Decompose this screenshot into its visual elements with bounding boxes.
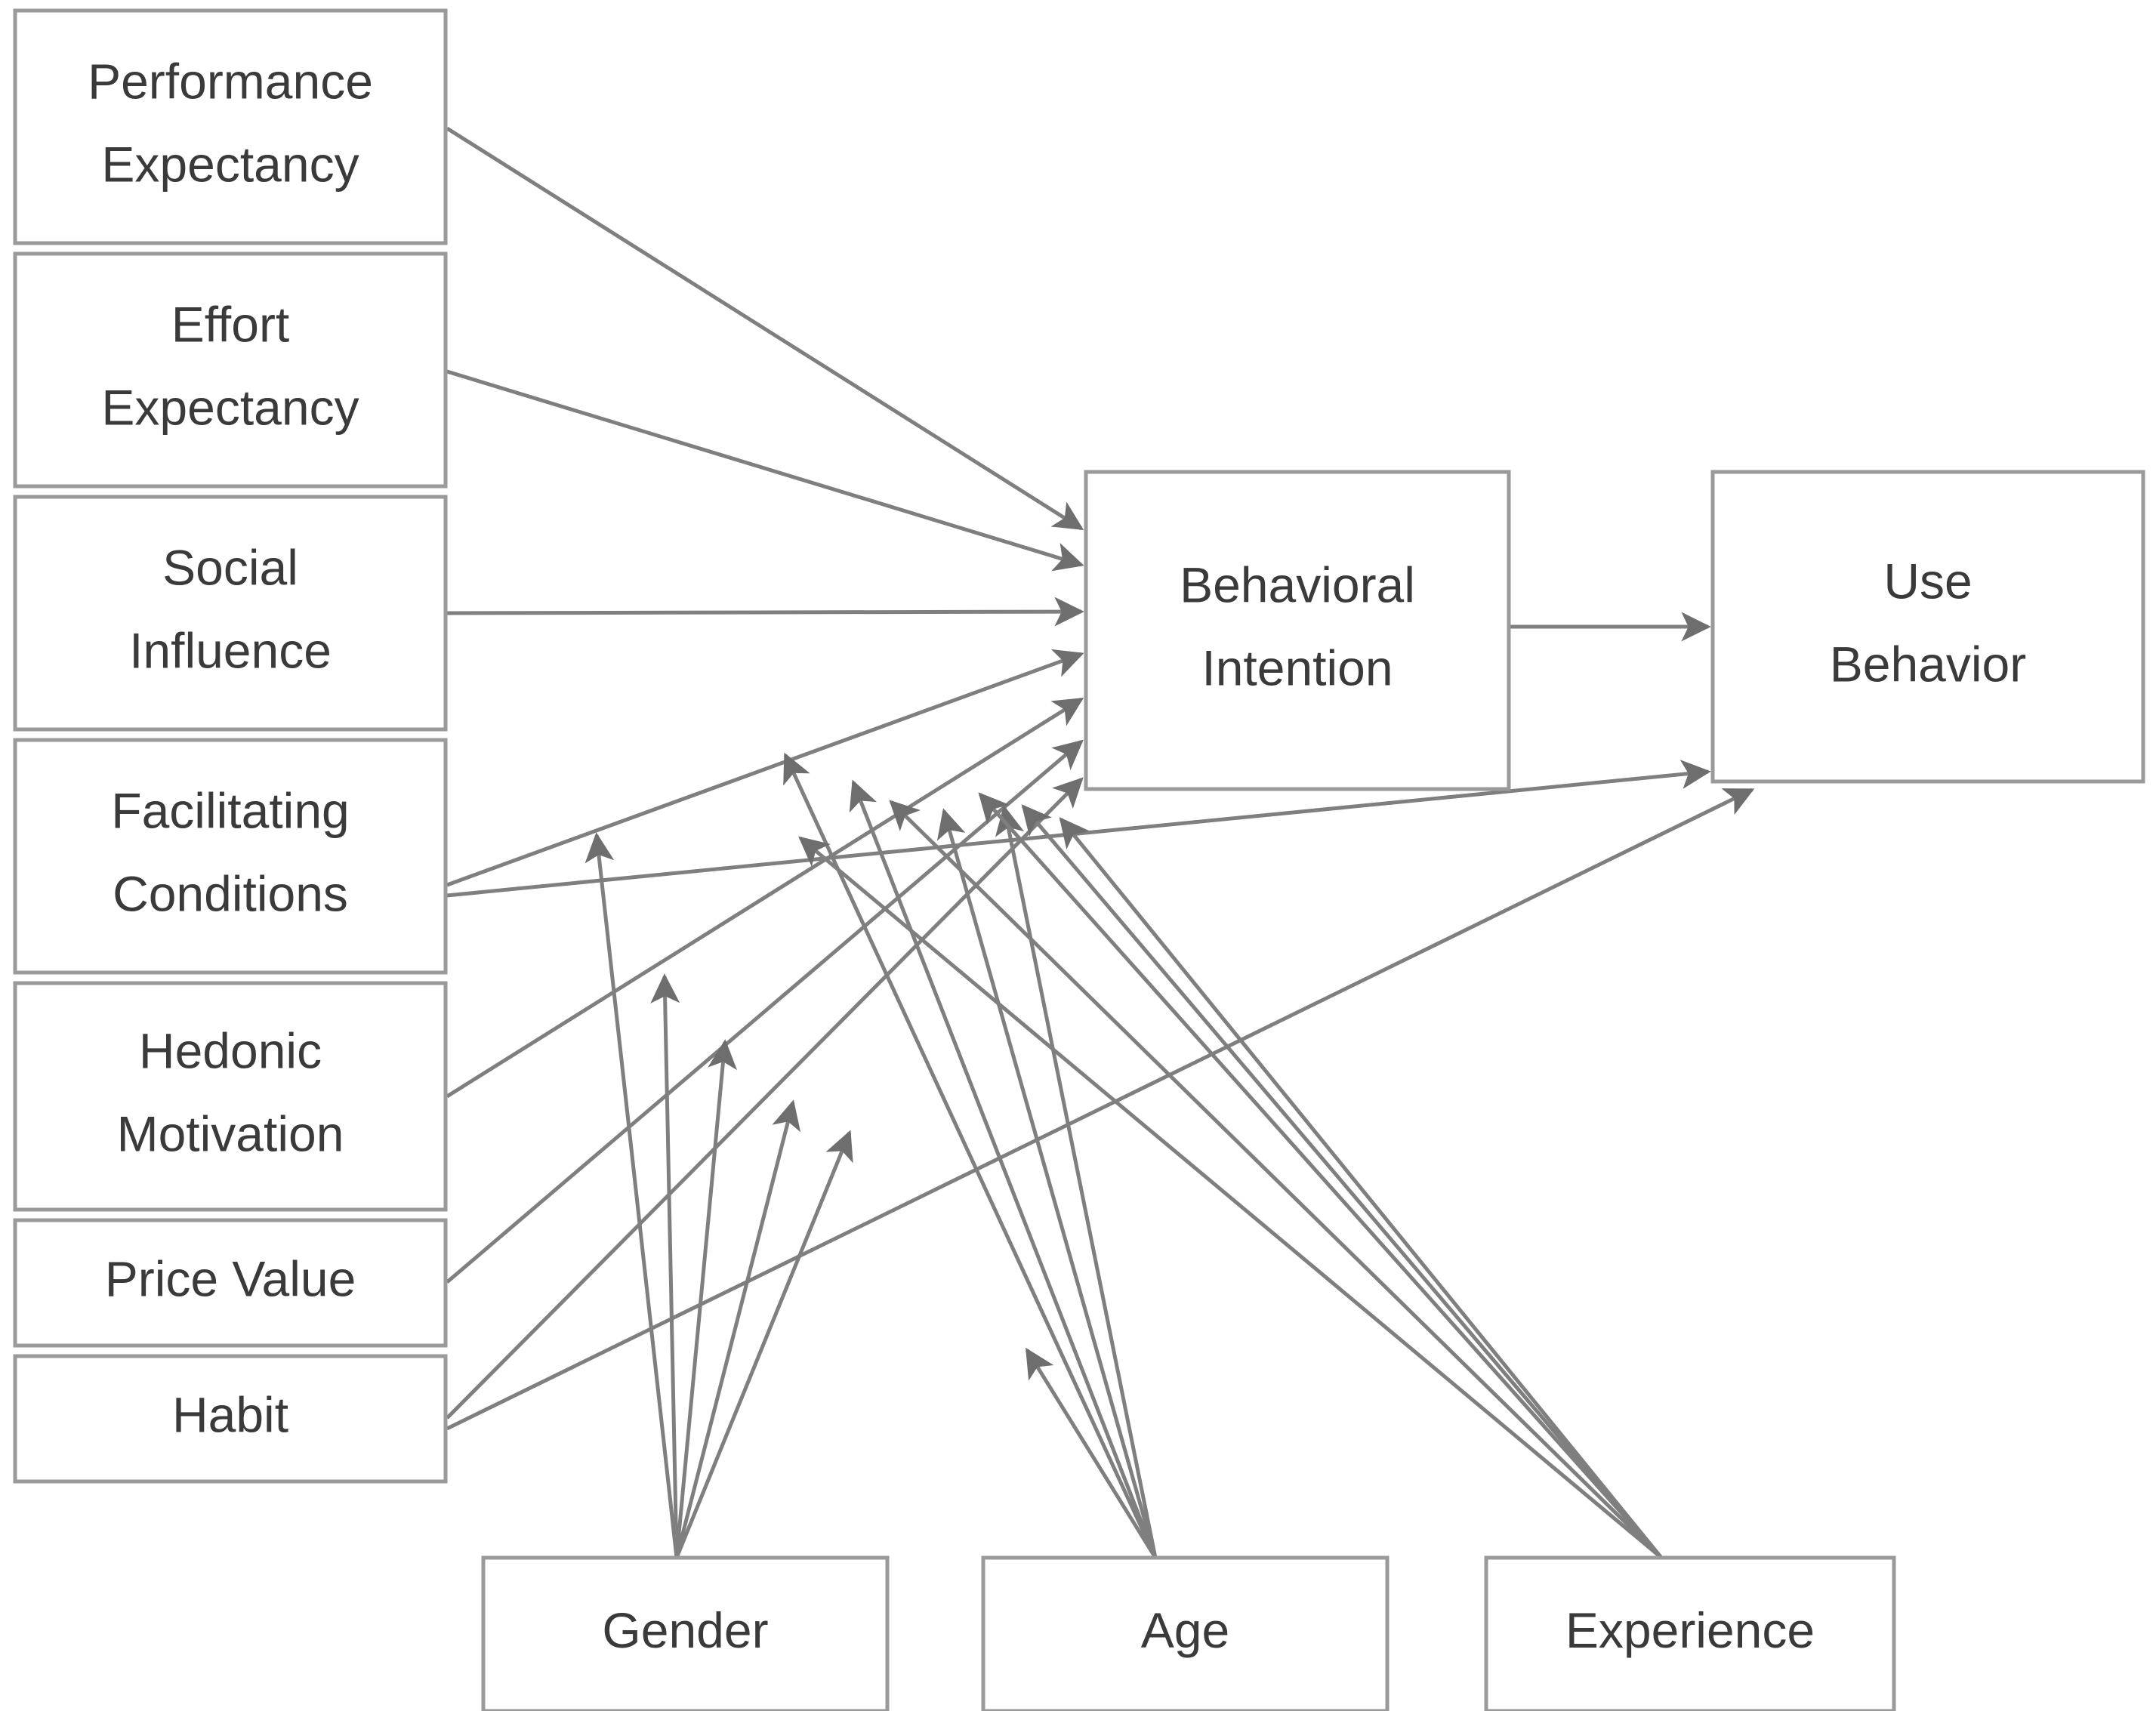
moderation-arrow-gender-4: [674, 1130, 853, 1558]
path-si-to-bi: [446, 597, 1084, 627]
node-label-bi-line2: Intention: [1201, 640, 1393, 695]
node-label-hm-line2: Motivation: [117, 1105, 344, 1161]
node-label-ub-line2: Behavior: [1830, 636, 2027, 692]
moderation-arrow-age-9: [1025, 1347, 1158, 1559]
moderation-arrow-age-6: [849, 779, 1158, 1558]
node-label-pe-line1: Performance: [88, 53, 373, 109]
moderation-arrow-age-5: [783, 752, 1158, 1559]
node-hb[interactable]: Habit: [13, 1354, 448, 1484]
node-label-fc-line2: Conditions: [113, 865, 348, 921]
moderation-arrow-gender-2: [674, 1039, 738, 1558]
node-label-ee-line1: Effort: [171, 296, 290, 352]
node-gender[interactable]: Gender: [481, 1555, 890, 1711]
node-label-pv: Price Value: [105, 1250, 356, 1306]
path-ee-to-bi: [446, 369, 1084, 572]
path-pv-to-bi: [446, 739, 1084, 1284]
node-label-experience: Experience: [1565, 1602, 1815, 1658]
node-label-pe-line2: Expectancy: [101, 136, 359, 192]
moderation-lines-layer: [584, 752, 1663, 1559]
node-label-age: Age: [1141, 1602, 1229, 1658]
node-label-fc-line1: Facilitating: [111, 782, 349, 838]
moderation-arrow-experience-13: [1021, 804, 1663, 1559]
node-age[interactable]: Age: [981, 1555, 1390, 1711]
moderation-arrow-experience-12: [978, 792, 1663, 1559]
moderation-arrow-gender-0: [584, 832, 679, 1558]
path-hm-to-bi: [446, 697, 1084, 1099]
path-fc-to-ub: [446, 760, 1711, 898]
node-label-hm-line1: Hedonic: [139, 1022, 322, 1078]
node-label-si-line2: Influence: [129, 622, 332, 678]
moderation-arrow-experience-10: [798, 836, 1663, 1559]
moderation-arrow-gender-1: [650, 973, 680, 1558]
path-fc-to-bi: [446, 649, 1084, 887]
node-label-ub-line1: Use: [1883, 553, 1972, 609]
path-hb-to-bi: [446, 777, 1084, 1420]
moderation-arrow-experience-11: [889, 800, 1663, 1559]
node-label-hb: Habit: [172, 1386, 288, 1442]
moderation-arrow-experience-14: [1059, 817, 1663, 1559]
node-label-bi-line1: Behavioral: [1180, 556, 1415, 612]
moderation-arrow-age-8: [995, 805, 1158, 1558]
node-boxes-layer: PerformanceExpectancyEffortExpectancySoc…: [13, 8, 2145, 1711]
path-pe-to-bi: [446, 126, 1084, 531]
moderation-arrow-age-7: [936, 808, 1158, 1558]
moderation-arrow-gender-3: [674, 1099, 801, 1558]
node-label-ee-line2: Expectancy: [101, 379, 359, 435]
node-label-si-line1: Social: [162, 539, 298, 595]
node-label-gender: Gender: [602, 1602, 768, 1658]
path-hb-to-ub: [446, 788, 1755, 1431]
node-experience[interactable]: Experience: [1484, 1555, 1896, 1711]
node-pv[interactable]: Price Value: [13, 1218, 448, 1348]
